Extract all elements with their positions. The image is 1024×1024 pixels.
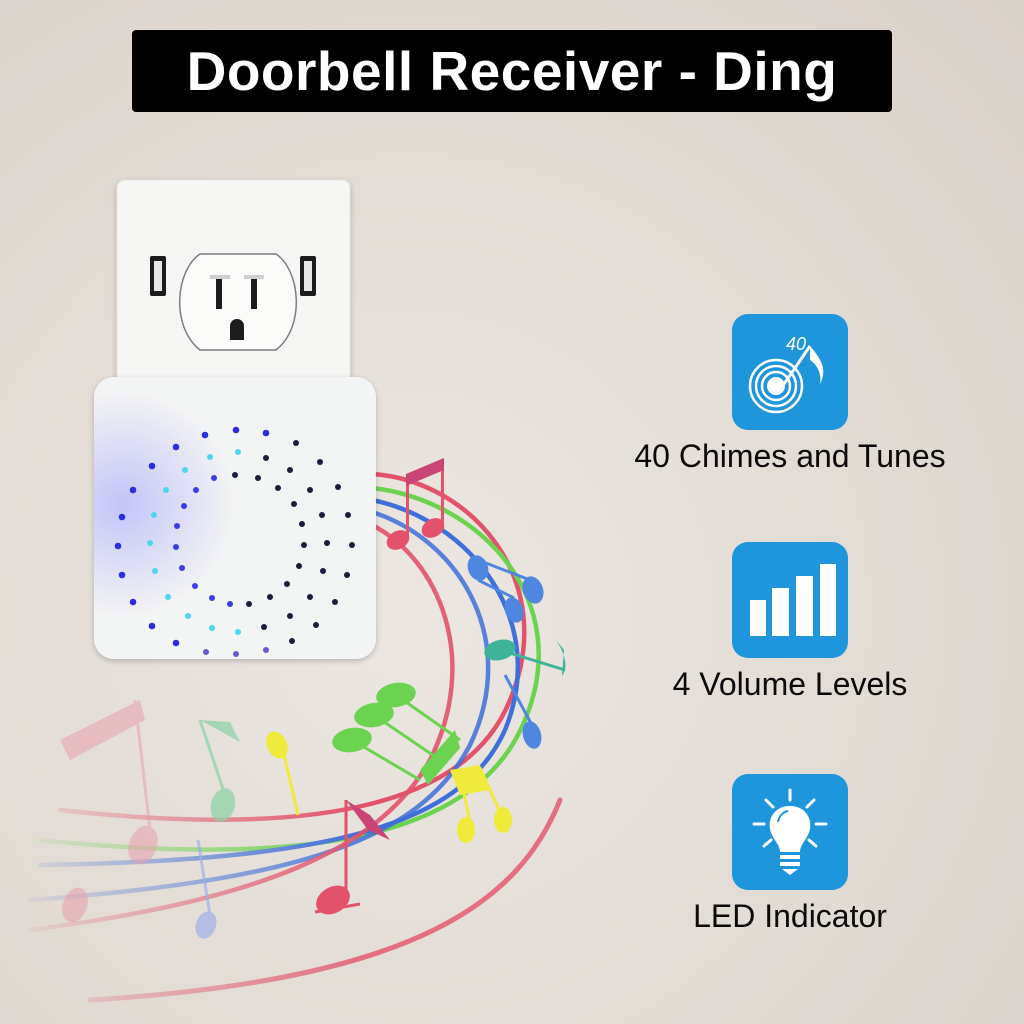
feature-label-volume: 4 Volume Levels	[672, 666, 908, 702]
music-note-40-icon: 40	[732, 314, 848, 430]
feature-chimes: 40 40 Chimes and Tunes	[600, 314, 980, 475]
led-speaker-grille	[114, 426, 355, 657]
title-banner: Doorbell Receiver - Ding	[132, 30, 892, 112]
feature-label-led: LED Indicator	[693, 898, 887, 934]
feature-led: LED Indicator	[600, 774, 980, 935]
volume-bars-icon	[732, 542, 848, 658]
wall-outlet	[116, 179, 351, 411]
feature-label-chimes: 40 Chimes and Tunes	[634, 438, 946, 474]
light-bulb-icon	[732, 774, 848, 890]
doorbell-receiver	[94, 377, 376, 659]
feature-volume: 4 Volume Levels	[600, 542, 980, 703]
music-staff-swirl	[27, 471, 563, 1003]
music-notes	[60, 458, 566, 939]
page-title: Doorbell Receiver - Ding	[186, 40, 838, 102]
svg-text:40: 40	[786, 334, 806, 354]
